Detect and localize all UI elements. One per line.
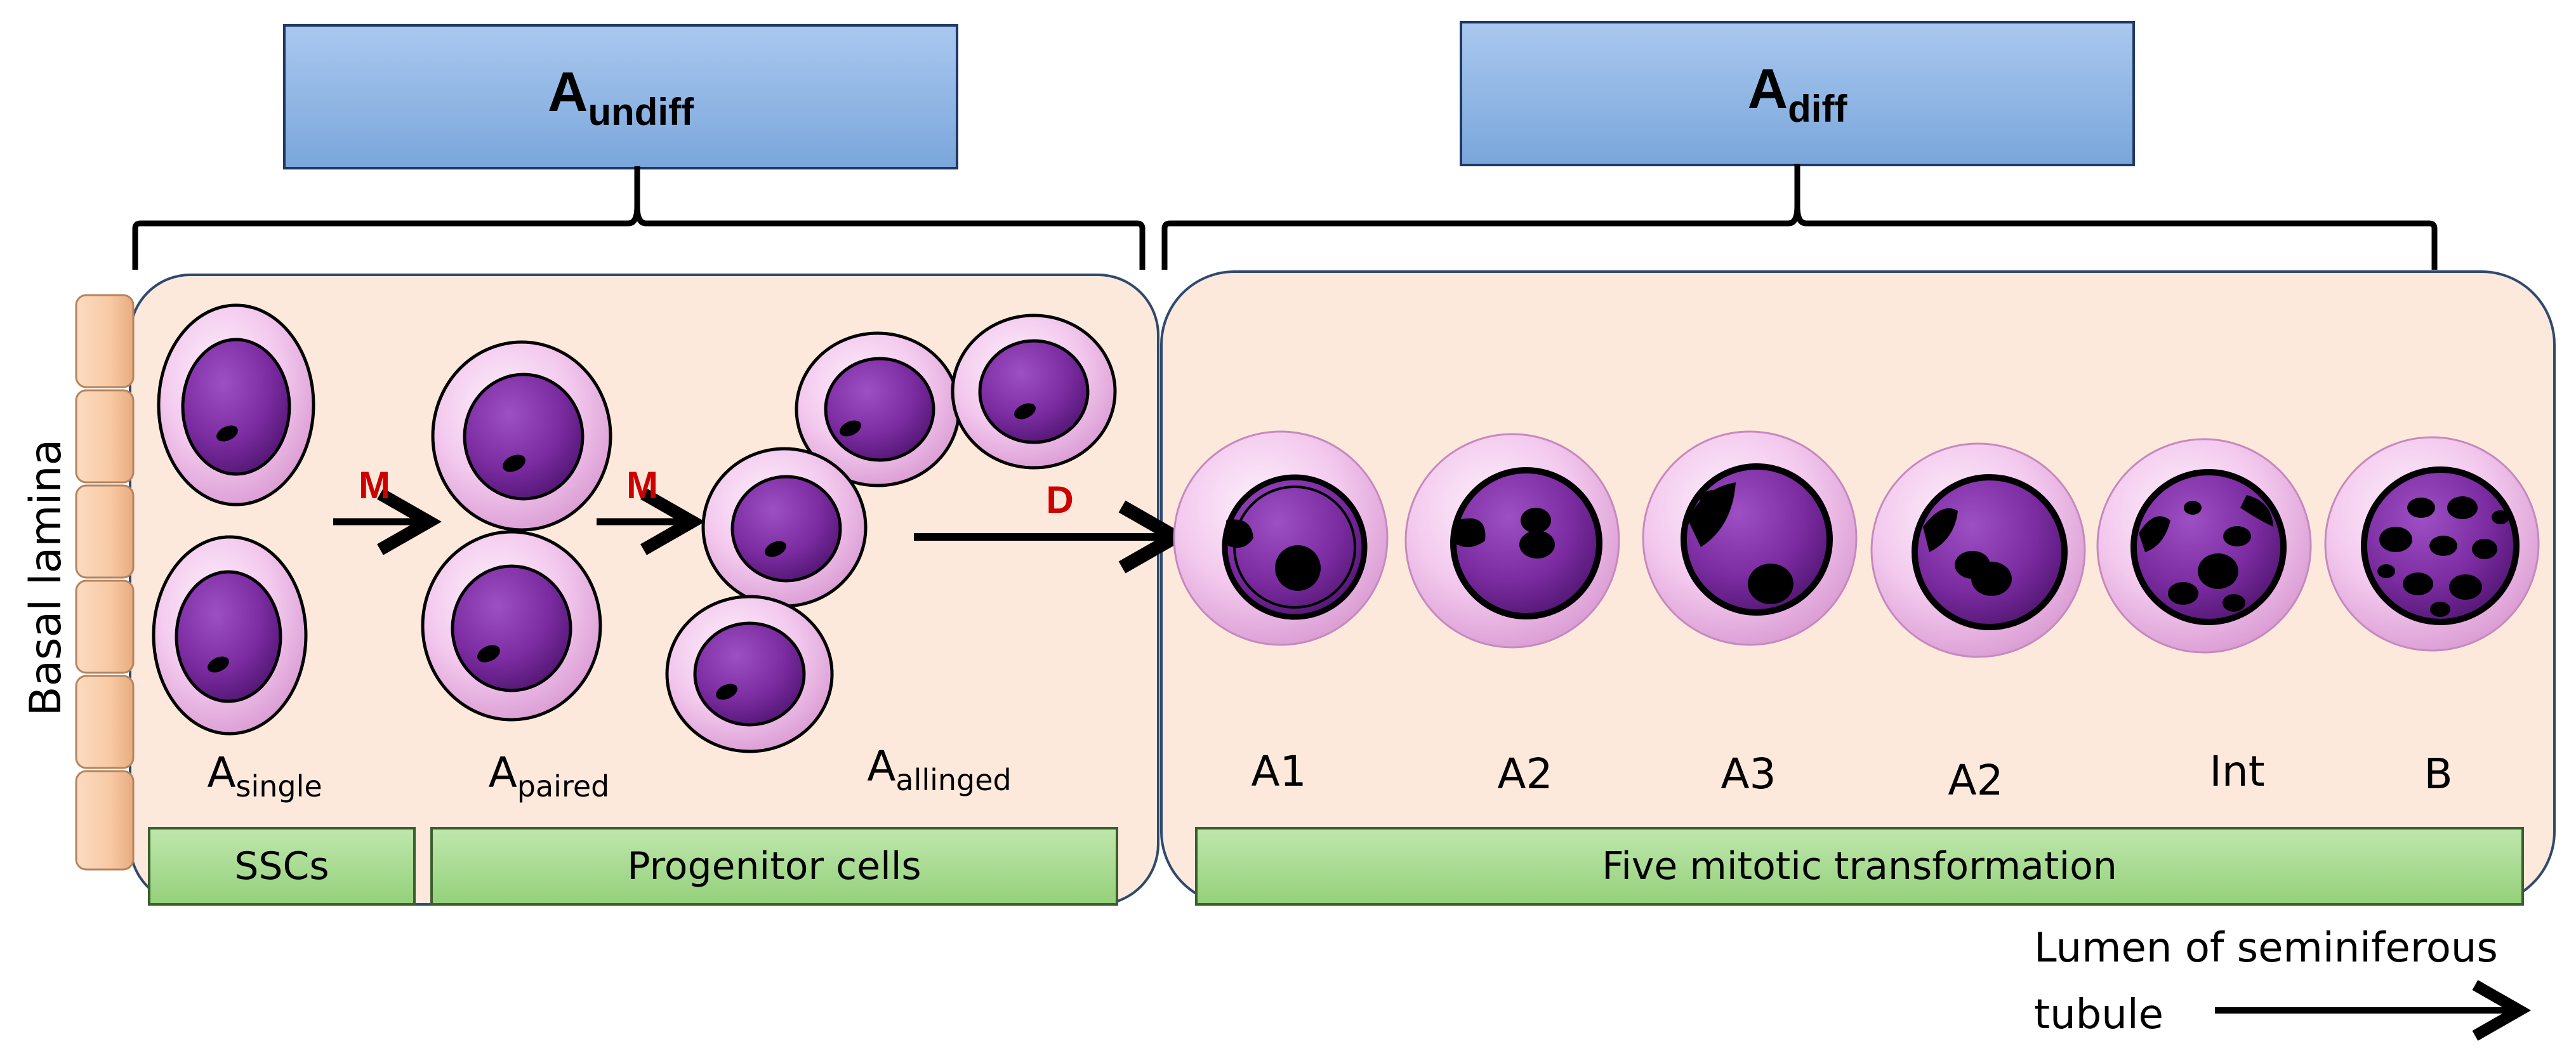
label-asingle-sub: single (235, 769, 322, 803)
brace-diff (1161, 164, 2438, 270)
label-aallinged-sub: allinged (895, 763, 1011, 797)
box-sscs-label: SSCs (234, 844, 329, 889)
header-undiff: Aundiff (283, 24, 958, 169)
header-undiff-main: A (548, 60, 588, 123)
basal-lamina (75, 294, 135, 871)
cell-aallinged-2 (951, 314, 1117, 470)
label-aallinged-main: A (867, 742, 895, 791)
cell-a3 (1642, 430, 1858, 646)
cell-int (2096, 438, 2312, 654)
label-apaired: Apaired (489, 748, 610, 803)
label-apaired-main: A (489, 748, 517, 797)
basal-lamina-label: Basal lamina (21, 439, 71, 716)
label-int: Int (2209, 747, 2264, 796)
box-mitotic-label: Five mitotic transformation (1602, 844, 2117, 889)
brace-undiff (132, 166, 1146, 270)
label-a2-1: A2 (1497, 750, 1552, 798)
box-progenitor-label: Progenitor cells (627, 844, 921, 889)
cell-a2-2 (1870, 442, 2086, 658)
label-a1: A1 (1251, 747, 1306, 796)
cell-asingle-2 (152, 535, 308, 736)
label-asingle: Asingle (207, 748, 322, 803)
cell-apaired-1 (431, 340, 612, 532)
arrow-d-label: D (1046, 479, 1073, 521)
label-a2-2: A2 (1948, 756, 2003, 805)
cell-apaired-2 (421, 530, 602, 722)
header-undiff-sub: undiff (588, 91, 694, 133)
svg-text:Aundiff: Aundiff (548, 60, 694, 133)
lumen-label-line2: tubule (2034, 991, 2163, 1038)
label-apaired-sub: paired (517, 769, 610, 803)
arrow-m2-label: M (626, 464, 658, 506)
arrow-m1-label: M (359, 464, 390, 506)
cell-aallinged-3 (701, 447, 868, 608)
lumen-label-line1: Lumen of seminiferous (2034, 925, 2498, 972)
cell-b (2324, 436, 2540, 652)
label-b: B (2424, 750, 2452, 798)
header-diff-main: A (1748, 57, 1788, 120)
box-progenitor: Progenitor cells (430, 827, 1118, 906)
header-diff: Adiff (1460, 21, 2135, 166)
label-aallinged: Aallinged (867, 742, 1012, 797)
label-a3: A3 (1721, 750, 1776, 798)
box-sscs: SSCs (148, 827, 416, 906)
box-mitotic: Five mitotic transformation (1195, 827, 2524, 906)
cell-aallinged-4 (665, 595, 834, 753)
cell-a2-1 (1404, 433, 1620, 649)
cell-aallinged-1 (795, 331, 961, 487)
cell-asingle-1 (157, 303, 315, 506)
label-asingle-main: A (207, 748, 235, 797)
svg-text:Adiff: Adiff (1748, 57, 1848, 130)
cell-a1 (1173, 430, 1389, 646)
header-diff-sub: diff (1788, 88, 1847, 130)
